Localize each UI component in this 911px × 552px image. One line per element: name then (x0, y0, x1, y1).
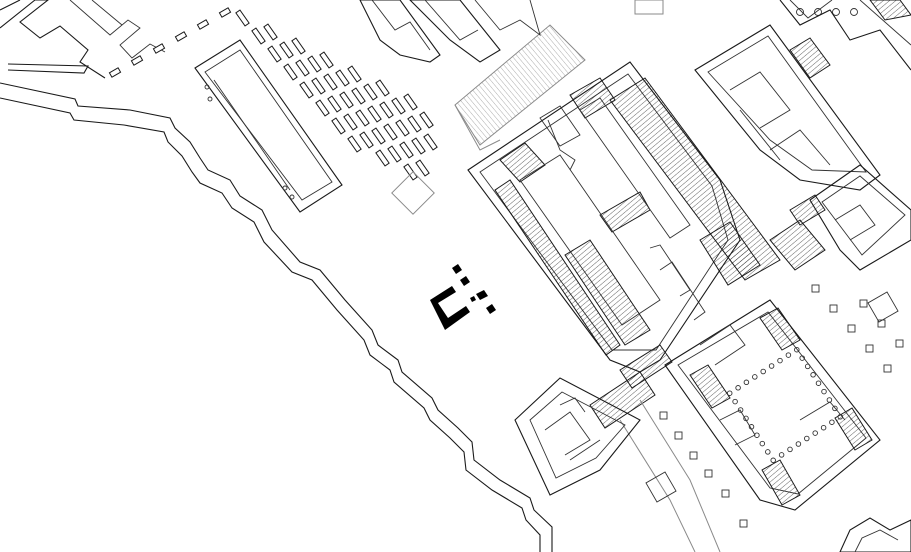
processional-road (619, 399, 721, 552)
enclosure-wall (0, 82, 553, 552)
southwest-building (514, 377, 641, 496)
east-building (769, 164, 911, 271)
northwest-wing (0, 0, 166, 79)
northern-ramp (454, 24, 586, 151)
plaza-square-marker (391, 171, 435, 215)
northeast-building (694, 0, 911, 191)
scattered-plinths (659, 284, 904, 528)
north-rooms (359, 0, 541, 63)
west-portico (194, 39, 343, 213)
southeast-fragment (634, 0, 911, 552)
courtyard-building (664, 299, 881, 511)
ruined-structure (430, 264, 496, 330)
southern-steps (589, 344, 673, 429)
temple-complex (467, 61, 781, 373)
pier-field-north (108, 7, 438, 181)
courtyard-colonnade (726, 8, 858, 464)
